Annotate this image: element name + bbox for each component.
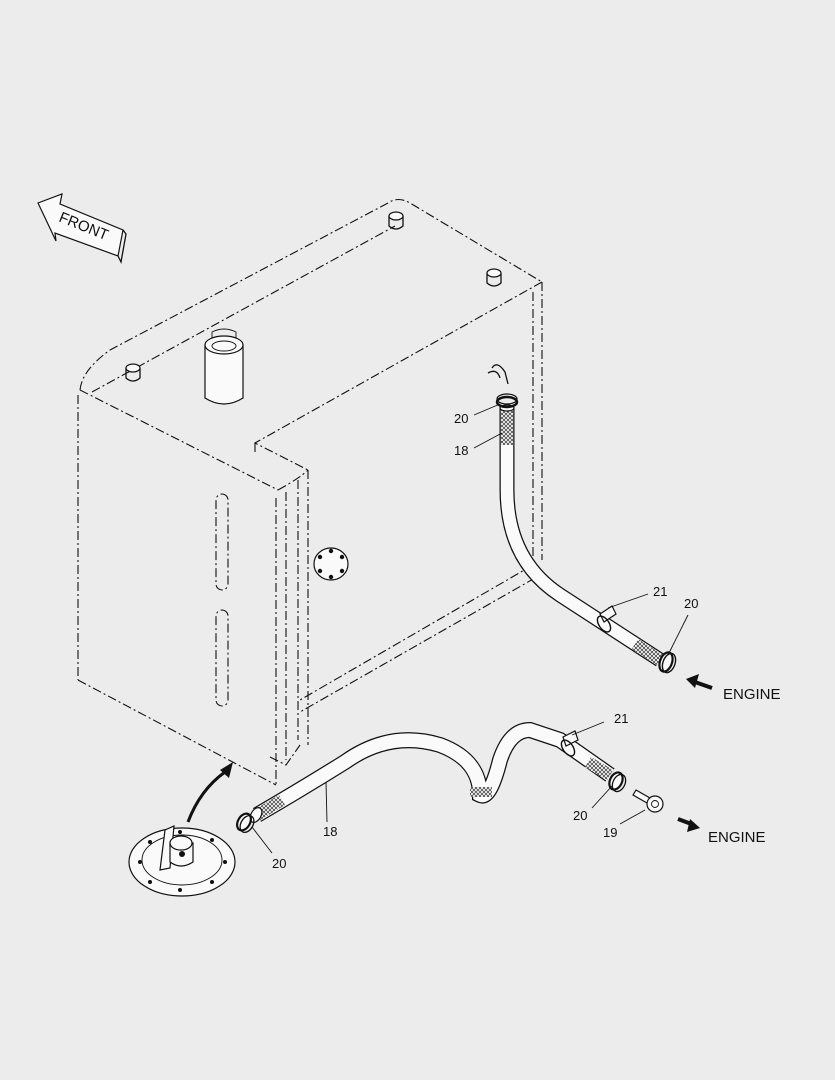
- callout-19: 19: [603, 825, 617, 840]
- callout-18-lower: 18: [323, 824, 337, 839]
- front-arrow: FRONT: [37, 193, 127, 265]
- side-flange-cover: [313, 547, 349, 581]
- hose-clamp-20-lower: [608, 771, 627, 793]
- callout-20-lower: 20: [573, 808, 587, 823]
- banjo-fitting-19: [632, 789, 664, 813]
- hose-clip-21-upper: [596, 605, 617, 633]
- callout-20-right: 20: [684, 596, 698, 611]
- filler-neck: [204, 328, 244, 405]
- callout-20-left: 20: [272, 856, 286, 871]
- callout-20-top: 20: [454, 411, 468, 426]
- fuel-tank: [77, 198, 543, 786]
- hose-clamp-20-top: [495, 393, 519, 409]
- boss-top-right: [486, 268, 502, 287]
- boss-top-left: [125, 363, 141, 382]
- callout-21-lower: 21: [614, 711, 628, 726]
- engine-arrow-upper: [686, 674, 713, 690]
- hose-clip-21-lower: [560, 730, 579, 757]
- supply-hose-lower: [249, 721, 615, 823]
- engine-label-lower: ENGINE: [708, 829, 766, 846]
- boss-top-back: [388, 211, 404, 230]
- hose-clamp-20-left: [236, 812, 255, 834]
- engine-arrow-lower: [677, 817, 700, 832]
- callout-21-right: 21: [653, 584, 667, 599]
- return-hose-upper: [499, 404, 665, 667]
- install-arrow: [186, 762, 233, 823]
- engine-label-upper: ENGINE: [723, 686, 781, 703]
- suction-flange-assembly: [128, 825, 236, 897]
- hose-clamp-20-right: [658, 651, 677, 674]
- callout-18-top: 18: [454, 443, 468, 458]
- callout-leaders: [251, 403, 689, 854]
